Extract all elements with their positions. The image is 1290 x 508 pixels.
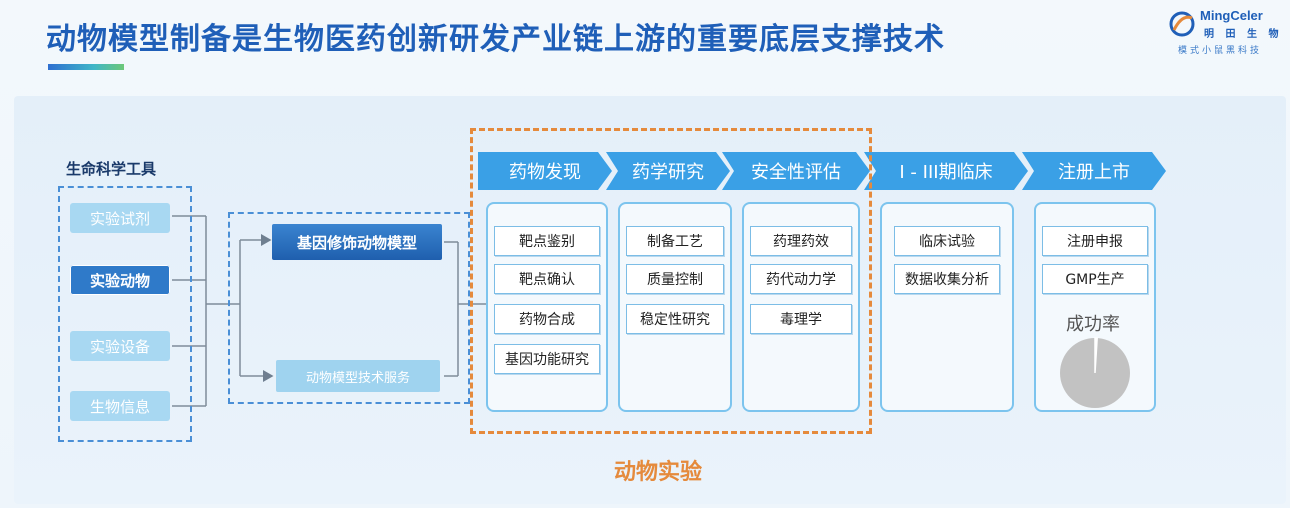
item-pharmacodynamics: 药理药效 bbox=[750, 226, 852, 256]
item-registration-filing: 注册申报 bbox=[1042, 226, 1148, 256]
stage-registration: 注册上市 bbox=[1022, 152, 1166, 190]
stage-pharma-research: 药学研究 bbox=[606, 152, 730, 190]
stage-drug-discovery: 药物发现 bbox=[478, 152, 612, 190]
item-target-identification: 靶点鉴别 bbox=[494, 226, 600, 256]
gene-modified-animal-model: 基因修饰动物模型 bbox=[272, 224, 442, 260]
title-underline bbox=[48, 64, 124, 70]
success-rate-label: 成功率 bbox=[1066, 314, 1120, 335]
pie-success-slice bbox=[1094, 337, 1098, 374]
models-group bbox=[228, 212, 470, 404]
logo-chinese: 明 田 生 物 bbox=[1204, 29, 1283, 40]
tool-lab-animals: 实验动物 bbox=[70, 265, 170, 295]
company-logo: MingCeler 明 田 生 物 模式小鼠黑科技 bbox=[1168, 6, 1286, 58]
item-gene-function-research: 基因功能研究 bbox=[494, 344, 600, 374]
animal-experiment-label: 动物实验 bbox=[614, 460, 703, 485]
logo-slogan: 模式小鼠黑科技 bbox=[1178, 46, 1263, 56]
tool-reagents: 实验试剂 bbox=[70, 203, 170, 233]
item-preparation-process: 制备工艺 bbox=[626, 226, 724, 256]
animal-model-service: 动物模型技术服务 bbox=[276, 360, 440, 392]
item-pharmacokinetics: 药代动力学 bbox=[750, 264, 852, 294]
item-stability-research: 稳定性研究 bbox=[626, 304, 724, 334]
item-drug-synthesis: 药物合成 bbox=[494, 304, 600, 334]
animal-experiment-zone bbox=[470, 128, 872, 434]
item-data-analysis: 数据收集分析 bbox=[894, 264, 1000, 294]
success-rate-pie bbox=[1060, 337, 1130, 408]
stage-safety-evaluation: 安全性评估 bbox=[722, 152, 870, 190]
stage-clinical-trials: I - III期临床 bbox=[864, 152, 1028, 190]
item-gmp-production: GMP生产 bbox=[1042, 264, 1148, 294]
item-clinical-trial: 临床试验 bbox=[894, 226, 1000, 256]
item-target-validation: 靶点确认 bbox=[494, 264, 600, 294]
logo-english: MingCeler bbox=[1200, 8, 1263, 23]
item-toxicology: 毒理学 bbox=[750, 304, 852, 334]
item-quality-control: 质量控制 bbox=[626, 264, 724, 294]
page-title: 动物模型制备是生物医药创新研发产业链上游的重要底层支撑技术 bbox=[46, 22, 945, 57]
logo-icon bbox=[1169, 11, 1195, 37]
tool-bioinformatics: 生物信息 bbox=[70, 391, 170, 421]
tools-heading: 生命科学工具 bbox=[66, 160, 157, 178]
tool-equipment: 实验设备 bbox=[70, 331, 170, 361]
tools-group bbox=[58, 186, 192, 442]
